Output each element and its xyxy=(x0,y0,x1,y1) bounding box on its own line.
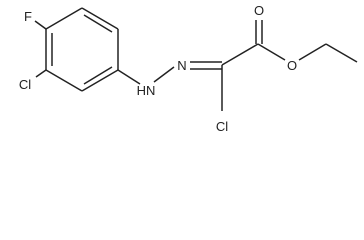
ring-bond xyxy=(45,69,83,92)
atom-oxygen-carbonyl: O xyxy=(254,3,264,18)
c-o-ester-bond xyxy=(257,43,286,61)
ring-bond xyxy=(81,69,119,92)
ring-bond xyxy=(81,7,119,30)
ring-bond xyxy=(45,7,83,30)
c-cl-bond xyxy=(35,69,47,78)
atom-fluorine: F xyxy=(24,9,32,24)
c-f-bond xyxy=(34,20,47,30)
atom-nh: HN xyxy=(137,83,156,98)
ch2-ch3-bond xyxy=(325,43,358,63)
c-c-bond xyxy=(221,43,259,66)
c-nh-bond xyxy=(117,69,141,85)
atom-chlorine-ring: Cl xyxy=(19,77,31,92)
nh-n-bond xyxy=(153,66,175,83)
ring-double-bond xyxy=(83,66,113,85)
atom-nitrogen: N xyxy=(177,58,186,73)
o-ch2-bond xyxy=(298,43,327,61)
atom-chlorine-chain: Cl xyxy=(216,119,228,134)
benzene-ring xyxy=(45,7,119,92)
atom-oxygen-ester: O xyxy=(287,58,297,73)
chemical-structure: F Cl HN N Cl O O xyxy=(19,3,358,134)
ring-double-bond xyxy=(83,14,113,33)
